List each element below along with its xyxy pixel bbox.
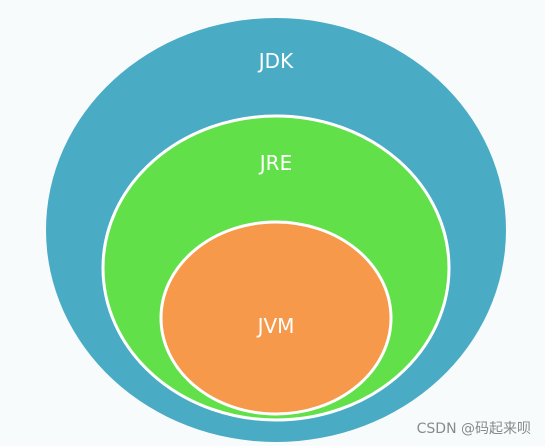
csdn-watermark: CSDN @码起来呗 [416,421,531,437]
jdk-label: JDK [257,49,294,73]
jvm-circle [159,220,393,416]
jre-label: JRE [258,151,292,175]
jvm-label: JVM [256,314,295,338]
